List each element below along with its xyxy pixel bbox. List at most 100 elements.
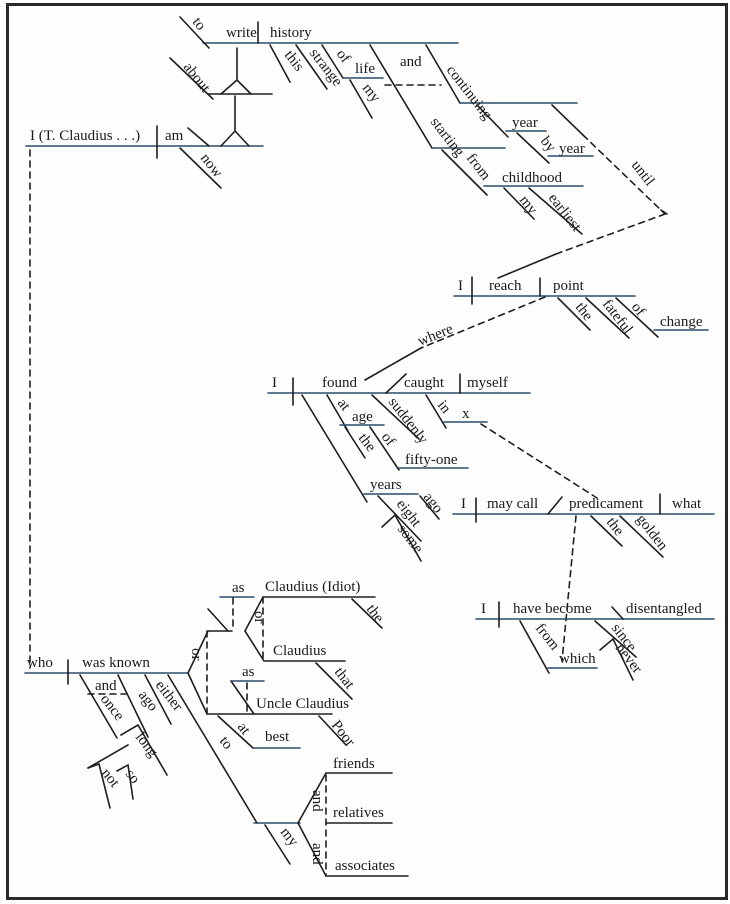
- word-associates: associates: [335, 858, 395, 874]
- slant-found-caught: [385, 373, 407, 394]
- word-as1: as: [232, 580, 245, 596]
- slant-once: [79, 674, 118, 739]
- word-x: x: [462, 406, 470, 422]
- slant-years-ago: [301, 394, 368, 503]
- word-relatives: relatives: [333, 805, 384, 821]
- word-friends: friends: [333, 756, 375, 772]
- word-about: about: [180, 60, 214, 97]
- slant-long: [120, 723, 168, 776]
- word-and2: and: [95, 678, 117, 694]
- word-from2: from: [532, 621, 563, 654]
- word-disentangled: disentangled: [626, 601, 702, 617]
- slant-am-end: [187, 127, 210, 147]
- word-and4: and: [309, 843, 325, 865]
- slant-of3: [369, 426, 400, 471]
- slant-not: [87, 762, 111, 809]
- word-starting: starting: [427, 115, 468, 161]
- word-uncle-claudius: Uncle Claudius: [256, 696, 349, 712]
- fan-friends: [297, 772, 393, 824]
- slant-continuing: [425, 44, 461, 104]
- word-claudius-idiot: Claudius (Idiot): [265, 579, 360, 595]
- slant-ago: [419, 495, 440, 520]
- slant-to2: [167, 674, 258, 824]
- until-solid-leg: [497, 253, 557, 279]
- diagram-frame: [6, 3, 728, 900]
- slant-the3: [590, 515, 623, 547]
- slant-the: [557, 297, 591, 331]
- pedestal-about: [220, 78, 252, 95]
- word-and3: and: [309, 790, 325, 812]
- word-point: point: [553, 278, 585, 294]
- slant-upper-as: [207, 608, 229, 632]
- word-so: so: [122, 767, 143, 787]
- slant-strange: [295, 44, 328, 90]
- slant-lower-as: [230, 680, 255, 715]
- slant-golden: [619, 515, 664, 558]
- slant-ago2: [117, 674, 149, 738]
- word-i-reach: I: [458, 278, 463, 294]
- word-ago1: ago: [420, 490, 446, 517]
- word-of2: of: [628, 300, 648, 320]
- slant-from2: [519, 620, 550, 674]
- diagram-lines: [24, 16, 715, 877]
- word-was-known: was known: [82, 655, 150, 671]
- word-i-become: I: [481, 601, 486, 617]
- word-my2: my: [516, 193, 541, 218]
- word-as2: as: [242, 664, 255, 680]
- word-fateful: fateful: [599, 297, 636, 338]
- slant-to: [179, 16, 210, 49]
- word-that: that: [331, 665, 358, 693]
- word-i-call: I: [461, 496, 466, 512]
- word-until: until: [628, 158, 658, 190]
- word-what: what: [672, 496, 702, 512]
- slant-suddenly: [371, 394, 420, 440]
- slant-now: [179, 147, 222, 189]
- word-this: this: [281, 48, 307, 75]
- word-or1: or: [251, 611, 267, 624]
- word-and1: and: [400, 54, 422, 70]
- word-which: which: [559, 651, 596, 667]
- pedestal-main: [220, 129, 250, 147]
- word-from1: from: [463, 151, 494, 184]
- slant-from: [441, 149, 488, 196]
- word-am: am: [165, 128, 184, 144]
- word-year1: year: [512, 115, 538, 131]
- slant-until-start: [551, 104, 584, 136]
- slant-either: [144, 674, 172, 725]
- word-reach: reach: [489, 278, 522, 294]
- dashed-predicament-which: [561, 515, 577, 662]
- fork-upper: [187, 630, 233, 674]
- slant-in: [425, 394, 447, 429]
- word-of1: of: [333, 47, 353, 67]
- word-of3: of: [378, 430, 398, 450]
- dashed-x-what: [480, 423, 598, 499]
- word-myself: myself: [467, 375, 508, 391]
- slant-some: [381, 513, 422, 562]
- word-at2: at: [234, 720, 254, 739]
- slant-about: [169, 57, 214, 100]
- fork-claudius: [244, 630, 346, 662]
- dashed-where: [420, 296, 546, 349]
- slant-fateful: [585, 297, 630, 339]
- word-year2: year: [559, 141, 585, 157]
- slant-of2: [615, 297, 659, 338]
- slant-my: [349, 79, 373, 119]
- word-the4: the: [363, 602, 387, 627]
- slant-so: [116, 763, 134, 800]
- word-life: life: [355, 61, 375, 77]
- word-some: some: [394, 522, 426, 557]
- word-poor: Poor: [328, 718, 358, 750]
- dashed-until-to-reach: [555, 213, 666, 255]
- slant-the4: [351, 598, 383, 629]
- word-may-call: may call: [487, 496, 538, 512]
- word-once: once: [97, 692, 127, 724]
- word-best: best: [265, 729, 290, 745]
- slant-at2: [217, 715, 254, 749]
- word-where: where: [416, 321, 456, 350]
- word-by: by: [537, 134, 559, 156]
- slant-my2: [503, 187, 535, 220]
- word-have-become: have become: [513, 601, 592, 617]
- slant-by: [516, 132, 550, 164]
- slant-since: [594, 620, 637, 658]
- slant-the2: [344, 426, 366, 459]
